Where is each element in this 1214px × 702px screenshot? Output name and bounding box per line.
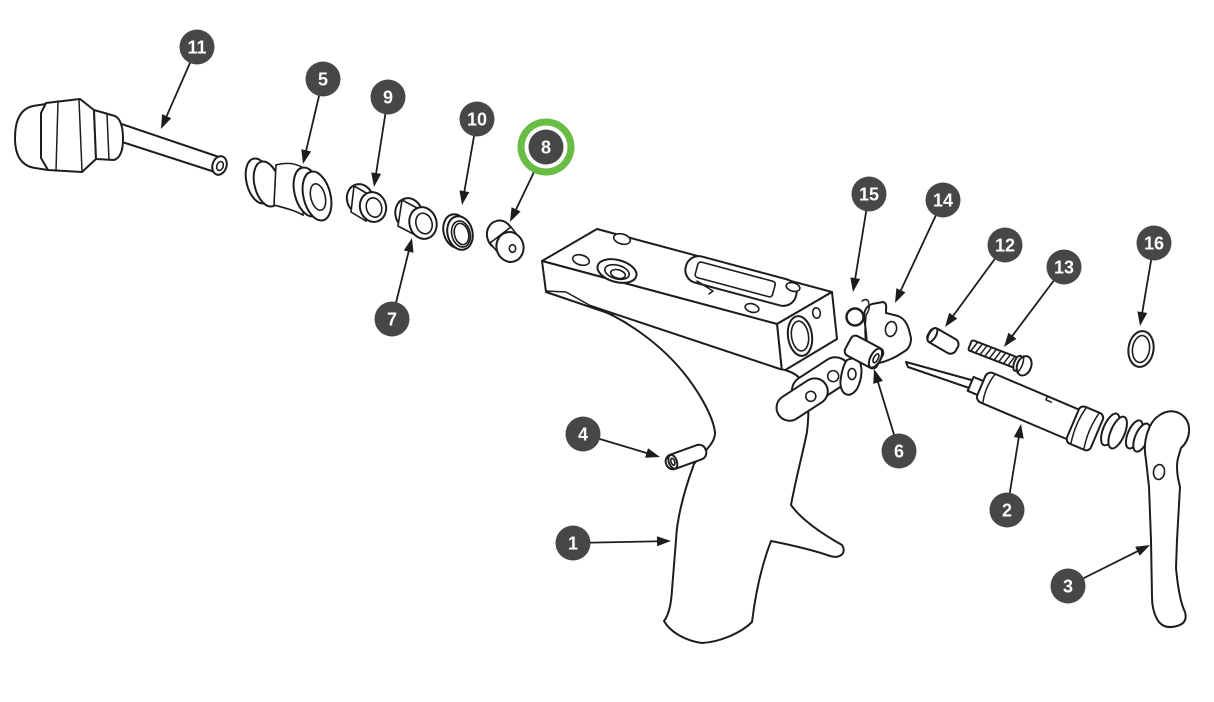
callout-arrowhead [459, 190, 470, 205]
callout-3[interactable]: 3 [1050, 545, 1151, 604]
callout-arrowhead [301, 149, 312, 164]
callout-8[interactable]: 8 [510, 118, 575, 223]
callout-badge-circle [989, 492, 1025, 528]
callout-arrowhead [1004, 332, 1017, 347]
callout-badge-circle [305, 61, 341, 97]
callout-9[interactable]: 9 [370, 79, 406, 188]
callout-badge-circle [1136, 225, 1172, 261]
callout-arrowhead [1013, 424, 1024, 439]
callout-arrowhead [161, 114, 172, 129]
callout-number: 2 [1002, 500, 1012, 520]
callout-number: 14 [933, 190, 953, 210]
callout-number: 9 [383, 87, 393, 107]
callout-number: 4 [578, 424, 588, 444]
callout-badge-circle [555, 525, 591, 561]
part-7-bushing-drawing [394, 197, 438, 240]
part-8-plug-drawing [485, 219, 525, 263]
part-13-screw-drawing [967, 339, 1033, 377]
part-15-retaining-clip-drawing [845, 298, 870, 358]
callout-arrowhead [850, 277, 861, 292]
callout-number: 12 [995, 235, 1015, 255]
callout-number: 5 [318, 69, 328, 89]
callout-badge-circle [179, 29, 215, 65]
callout-badge-circle [374, 301, 410, 337]
callout-number: 8 [541, 137, 551, 157]
callout-16[interactable]: 16 [1136, 225, 1172, 327]
callout-11[interactable]: 11 [161, 29, 215, 130]
part-2-valve-assembly-drawing [905, 361, 1161, 453]
callout-12[interactable]: 12 [945, 227, 1023, 328]
part-1-body-handle-drawing [541, 228, 863, 644]
callout-badge-circle [370, 79, 406, 115]
callout-13[interactable]: 13 [1004, 249, 1082, 348]
part-11-inlet-tube-drawing [14, 98, 228, 176]
part-4-pin-drawing [664, 443, 708, 471]
callout-number: 3 [1063, 576, 1073, 596]
callout-badge-circle [881, 433, 917, 469]
callout-number: 10 [467, 109, 487, 129]
callout-arrowhead [403, 238, 414, 253]
callout-arrowhead [1135, 545, 1150, 556]
part-3-trigger-drawing [1143, 410, 1191, 629]
callout-number: 1 [568, 533, 578, 553]
part-12-pin-drawing [926, 327, 960, 355]
callout-badge-circle [1046, 249, 1082, 285]
callout-badge-circle [565, 416, 601, 452]
callout-number: 7 [387, 309, 397, 329]
callout-5[interactable]: 5 [301, 61, 341, 165]
part-6-roller-drawing [843, 334, 885, 370]
callout-number: 15 [859, 184, 879, 204]
part-5-spool-bushing-drawing [244, 157, 333, 222]
callout-arrowhead [645, 448, 660, 458]
callout-badge-circle [1050, 568, 1086, 604]
callout-14[interactable]: 14 [895, 182, 961, 304]
callout-number: 13 [1054, 257, 1074, 277]
part-16-o-ring-drawing [1127, 330, 1155, 368]
callout-number: 16 [1144, 233, 1164, 253]
callout-2[interactable]: 2 [989, 424, 1025, 528]
callout-badge-circle [851, 176, 887, 212]
part-10-washer-drawing [442, 213, 474, 251]
callout-badge-circle [925, 182, 961, 218]
callout-arrowhead [945, 312, 958, 327]
callout-badge-circle [528, 129, 564, 165]
callout-number: 6 [894, 441, 904, 461]
callout-arrowhead [510, 207, 521, 222]
callout-badge-circle [459, 101, 495, 137]
callout-arrowhead [371, 172, 382, 187]
callout-badge-circle [987, 227, 1023, 263]
callout-number: 11 [187, 37, 206, 57]
callout-6[interactable]: 6 [873, 369, 917, 469]
callout-7[interactable]: 7 [374, 238, 414, 337]
callout-arrowhead [656, 536, 671, 547]
callout-arrowhead [1137, 311, 1148, 326]
callout-arrowhead [873, 369, 883, 384]
callout-1[interactable]: 1 [555, 525, 672, 561]
callout-arrowhead [895, 288, 906, 303]
callout-4[interactable]: 4 [565, 416, 661, 458]
callout-15[interactable]: 15 [850, 176, 887, 293]
callout-10[interactable]: 10 [459, 101, 495, 206]
part-9-bushing-drawing [345, 183, 388, 223]
